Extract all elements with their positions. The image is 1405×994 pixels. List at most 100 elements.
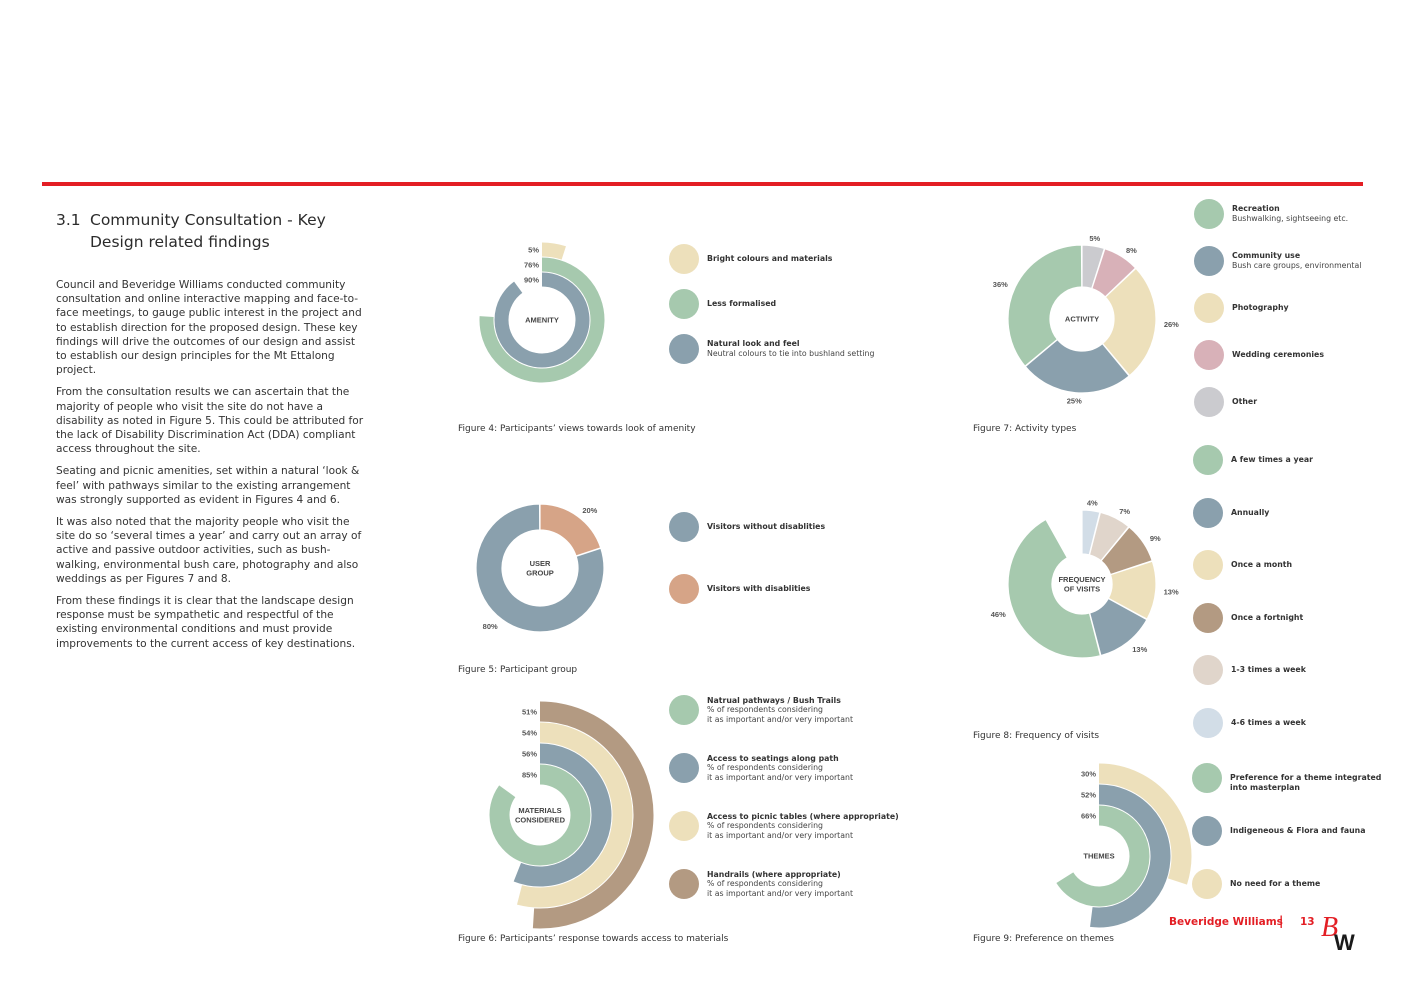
legend-sublabel: % of respondents considering: [707, 821, 823, 831]
legend-swatch: [1193, 602, 1223, 633]
paragraph-4: It was also noted that the majority peop…: [56, 516, 362, 585]
legend-item: Wedding ceremonies: [1194, 340, 1324, 370]
chart-value-label: 26%: [1164, 320, 1179, 329]
legend-swatch: [669, 334, 699, 364]
legend-item: Other: [1194, 387, 1257, 417]
radial-bar: [489, 764, 591, 866]
legend-label: 4-6 times a week: [1231, 717, 1306, 727]
figure-6-caption: Figure 6: Participants’ response towards…: [458, 934, 729, 944]
paragraph-3: Seating and picnic amenities, set within…: [56, 465, 360, 506]
legend-sublabel: it as important and/or very important: [707, 714, 853, 724]
legend-label: Other: [1232, 397, 1258, 407]
page-number: 13: [1300, 916, 1315, 928]
legend-item: Annually: [1193, 497, 1270, 528]
legend-swatch: [1194, 246, 1224, 276]
donut-slice: [475, 503, 605, 633]
footer-company: Beveridge Williams: [1169, 916, 1283, 928]
radial-bar: [532, 701, 654, 929]
donut-slice: [1024, 338, 1131, 394]
chart-value-label: 13%: [1164, 588, 1179, 597]
radial-bar: [517, 722, 633, 908]
chart-center-label: THEMES: [1083, 852, 1114, 861]
legend-item: 1-3 times a week: [1193, 655, 1306, 685]
chart-value-label: 5%: [1089, 234, 1100, 243]
chart-value-label: 51%: [522, 708, 537, 717]
footer-separator: |: [1279, 914, 1284, 928]
figure-4-caption: Figure 4: Participants’ views towards lo…: [458, 424, 696, 434]
legend-label: Once a fortnight: [1231, 612, 1304, 622]
donut-slice: [1007, 518, 1102, 659]
figure-5-caption: Figure 5: Participant group: [458, 665, 578, 675]
legend-swatch: [1194, 293, 1224, 323]
legend-item: Visitors with disablities: [669, 574, 810, 604]
legend-item: Natrual pathways / Bush Trails% of respo…: [669, 695, 853, 725]
chart-value-label: 56%: [522, 750, 537, 759]
legend-label: Once a month: [1231, 560, 1293, 570]
legend-item: Photography: [1194, 293, 1289, 323]
legend-sublabel: Bushwalking, sightseeing etc.: [1232, 213, 1349, 223]
legend-label: A few times a year: [1231, 455, 1313, 465]
section-title-line2: Design related findings: [90, 233, 270, 251]
figure-9-legend: Preference for a theme integrated into m…: [1192, 763, 1382, 899]
legend-swatch: [1193, 655, 1223, 685]
radial-bar: [541, 242, 566, 260]
chart-value-label: 30%: [1081, 770, 1096, 779]
bw-logo: B W: [1321, 912, 1355, 954]
radial-bar: [1090, 784, 1171, 928]
chart-value-label: 36%: [993, 280, 1008, 289]
legend-item: Less formalised: [669, 289, 776, 319]
legend-sublabel: % of respondents considering: [707, 705, 823, 715]
chart-value-label: 90%: [524, 276, 539, 285]
radial-bar: [513, 743, 612, 887]
chart-value-label: 4%: [1087, 499, 1098, 508]
paragraph-1: Council and Beveridge Williams conducted…: [56, 279, 362, 377]
chart-value-label: 80%: [483, 622, 498, 631]
legend-label: Annually: [1231, 507, 1270, 517]
legend-item: 4-6 times a week: [1193, 707, 1306, 738]
legend-item: Bright colours and materials: [669, 244, 832, 274]
legend-item: Access to picnic tables (where appropria…: [669, 811, 899, 841]
legend-swatch: [669, 244, 699, 274]
chart-value-label: 13%: [1132, 645, 1147, 654]
figure-8-caption: Figure 8: Frequency of visits: [973, 731, 1100, 741]
chart-value-label: 7%: [1119, 507, 1130, 516]
legend-item: Access to seatings along path% of respon…: [669, 753, 853, 783]
paragraph-2: From the consultation results we can asc…: [56, 386, 364, 456]
legend-item: Once a month: [1193, 550, 1292, 580]
legend-swatch: [1194, 387, 1224, 417]
paragraph-5: From these findings it is clear that the…: [56, 595, 356, 650]
legend-item: Preference for a theme integrated into m…: [1192, 763, 1382, 793]
legend-sublabel: it as important and/or very important: [707, 772, 853, 782]
legend-item: No need for a theme: [1192, 869, 1320, 899]
legend-swatch: [1193, 445, 1223, 475]
chart-center-label: AMENITY: [525, 316, 559, 325]
legend-item: Once a fortnight: [1193, 602, 1304, 633]
legend-label: Handrails (where appropriate): [707, 869, 841, 879]
legend-swatch: [1194, 199, 1224, 229]
legend-swatch: [669, 512, 699, 542]
figure-9-caption: Figure 9: Preference on themes: [973, 934, 1114, 944]
legend-label: Community use: [1232, 251, 1301, 261]
donut-slice: [1101, 267, 1157, 377]
chart-center-label: CONSIDERED: [515, 815, 566, 824]
chart-center-label: GROUP: [526, 568, 554, 577]
radial-bar: [1056, 805, 1150, 907]
legend-swatch: [669, 869, 699, 899]
legend-swatch: [1192, 763, 1222, 793]
legend-swatch: [1192, 869, 1222, 899]
legend-label: Preference for a theme integrated into m…: [1230, 773, 1382, 792]
legend-label: Access to picnic tables (where appropria…: [707, 811, 899, 821]
figure-7-caption: Figure 7: Activity types: [973, 424, 1077, 434]
legend-item: Indigeneous & Flora and fauna: [1192, 816, 1366, 846]
body-text: Council and Beveridge Williams conducted…: [56, 278, 368, 659]
chart-center-label: OF VISITS: [1064, 584, 1100, 593]
chart-value-label: 25%: [1067, 397, 1082, 406]
section-number: 3.1: [56, 211, 81, 229]
chart-value-label: 9%: [1150, 534, 1161, 543]
radial-bar: [1098, 763, 1192, 885]
legend-sublabel: Neutral colours to tie into bushland set…: [707, 348, 875, 358]
legend-item: Visitors without disablities: [669, 512, 825, 542]
